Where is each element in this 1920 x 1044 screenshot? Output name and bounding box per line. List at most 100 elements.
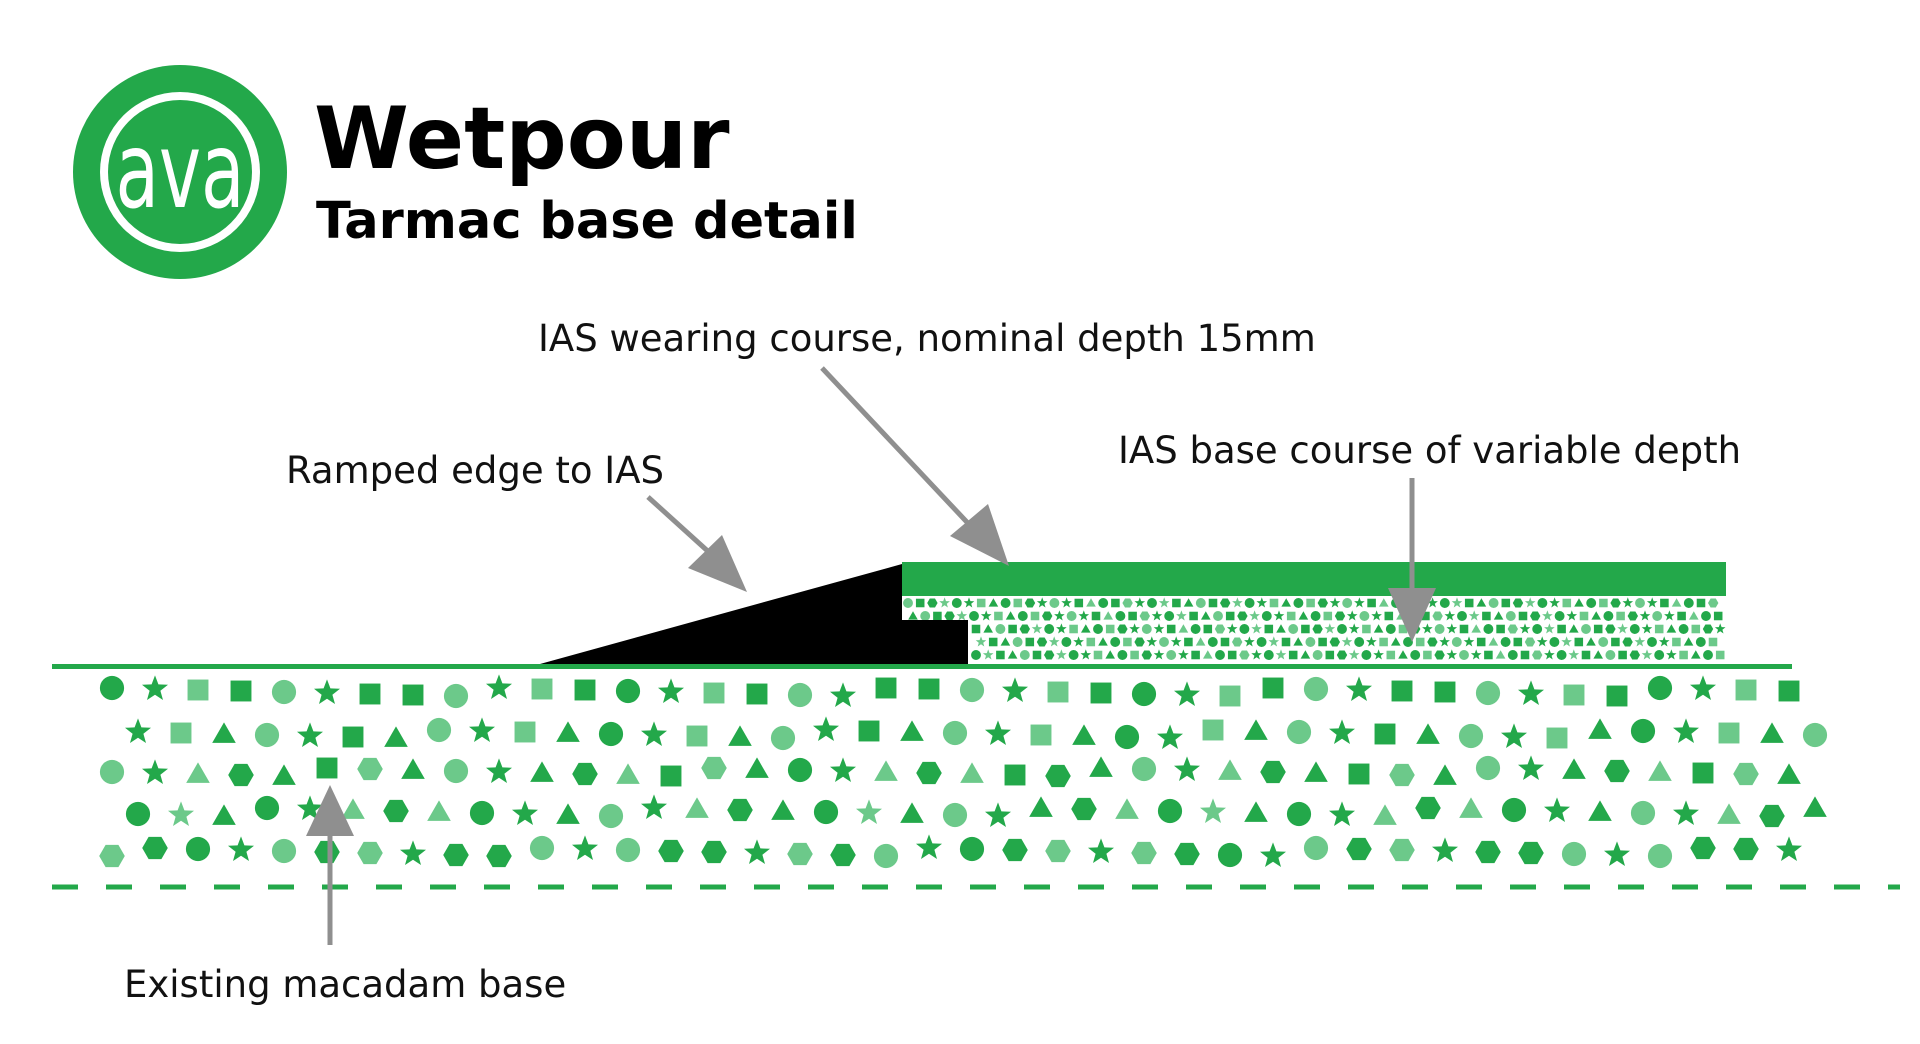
aggregate-square xyxy=(1172,598,1181,608)
aggregate-square xyxy=(1562,598,1572,608)
aggregate-square xyxy=(1415,637,1425,647)
aggregate-star xyxy=(1549,597,1560,608)
aggregate-hexagon xyxy=(1475,840,1501,864)
aggregate-circle xyxy=(1701,611,1711,621)
aggregate-triangle xyxy=(1683,637,1694,646)
aggregate-hexagon xyxy=(1042,611,1053,621)
aggregate-triangle xyxy=(1495,650,1506,659)
aggregate-circle xyxy=(1483,624,1494,634)
aggregate-star xyxy=(956,610,968,621)
aggregate-star xyxy=(1641,623,1653,634)
aggregate-hexagon xyxy=(1512,598,1524,608)
aggregate-circle xyxy=(254,795,280,821)
aggregate-square xyxy=(514,721,536,743)
aggregate-triangle xyxy=(1201,611,1211,620)
page-subtitle: Tarmac base detail xyxy=(316,192,858,251)
aggregate-square xyxy=(1718,722,1740,744)
aggregate-circle xyxy=(271,679,297,705)
aggregate-hexagon xyxy=(1214,624,1226,634)
aggregate-star xyxy=(1080,649,1092,660)
aggregate-square xyxy=(1599,598,1608,608)
aggregate-square xyxy=(1606,685,1628,707)
aggregate-hexagon xyxy=(1733,762,1759,786)
aggregate-square xyxy=(531,678,553,700)
aggregate-star xyxy=(1151,610,1163,621)
aggregate-triangle xyxy=(1391,637,1401,646)
aggregate-circle xyxy=(1117,650,1128,660)
aggregate-triangle xyxy=(1493,611,1504,620)
aggregate-circle xyxy=(1598,637,1609,647)
aggregate-circle xyxy=(1244,598,1255,608)
aggregate-circle xyxy=(1110,637,1121,647)
aggregate-circle xyxy=(1683,598,1694,608)
aggregate-square xyxy=(1593,624,1603,634)
aggregate-star xyxy=(1641,649,1653,660)
aggregate-hexagon xyxy=(142,836,168,860)
aggregate-square xyxy=(1778,680,1800,702)
aggregate-star xyxy=(1639,610,1651,621)
aggregate-circle xyxy=(529,835,555,861)
aggregate-square xyxy=(1563,684,1585,706)
aggregate-hexagon xyxy=(1605,624,1616,634)
aggregate-star xyxy=(1174,681,1200,706)
aggregate-square xyxy=(1574,637,1584,647)
aggregate-triangle xyxy=(1591,611,1601,620)
aggregate-star xyxy=(916,834,942,859)
aggregate-circle xyxy=(1131,681,1157,707)
aggregate-triangle xyxy=(272,764,296,785)
aggregate-star xyxy=(1200,798,1226,823)
aggregate-square xyxy=(1546,727,1568,749)
aggregate-star xyxy=(1329,801,1355,826)
aggregate-triangle xyxy=(1298,611,1309,620)
aggregate-triangle xyxy=(771,799,795,820)
aggregate-circle xyxy=(1061,637,1072,647)
existing-base-surface-line xyxy=(52,664,1792,669)
aggregate-circle xyxy=(1068,650,1079,660)
aggregate-circle xyxy=(443,683,469,709)
aggregate-circle xyxy=(1475,755,1501,781)
aggregate-circle xyxy=(1166,650,1177,660)
aggregate-circle xyxy=(1647,637,1657,647)
aggregate-circle xyxy=(1164,611,1175,621)
aggregate-star xyxy=(1451,597,1463,608)
aggregate-hexagon xyxy=(572,762,598,786)
aggregate-square xyxy=(1086,637,1096,647)
aggregate-triangle xyxy=(1304,761,1328,782)
aggregate-star xyxy=(1519,623,1531,634)
aggregate-square xyxy=(316,757,338,779)
aggregate-hexagon xyxy=(314,840,340,864)
aggregate-square xyxy=(1202,719,1224,741)
aggregate-square xyxy=(1348,763,1370,785)
aggregate-star xyxy=(1348,623,1360,634)
aggregate-circle xyxy=(1488,598,1499,608)
aggregate-circle xyxy=(1337,624,1347,634)
aggregate-triangle xyxy=(186,762,210,783)
aggregate-square xyxy=(1004,764,1026,786)
aggregate-triangle xyxy=(1433,764,1457,785)
aggregate-circle xyxy=(1217,842,1243,868)
aggregate-star xyxy=(1446,623,1458,634)
aggregate-star xyxy=(1348,649,1360,660)
aggregate-hexagon xyxy=(1532,650,1543,660)
aggregate-triangle xyxy=(530,761,554,782)
aggregate-star xyxy=(1036,597,1048,608)
aggregate-hexagon xyxy=(1002,838,1028,862)
aggregate-hexagon xyxy=(1134,637,1145,647)
aggregate-square xyxy=(1069,624,1078,634)
aggregate-star xyxy=(1622,597,1634,608)
aggregate-square xyxy=(875,677,897,699)
aggregate-hexagon xyxy=(944,611,955,621)
logo-text: ava xyxy=(116,110,245,232)
aggregate-star xyxy=(1604,841,1630,866)
arrow-ramped-edge xyxy=(646,495,747,592)
aggregate-circle xyxy=(1647,675,1673,701)
aggregate-circle xyxy=(1157,798,1183,824)
aggregate-hexagon xyxy=(1122,598,1133,608)
aggregate-circle xyxy=(1457,611,1467,621)
aggregate-circle xyxy=(1312,650,1323,660)
aggregate-star xyxy=(1273,610,1285,621)
aggregate-square xyxy=(994,611,1003,621)
aggregate-triangle xyxy=(988,598,999,607)
aggregate-star xyxy=(1658,636,1670,647)
